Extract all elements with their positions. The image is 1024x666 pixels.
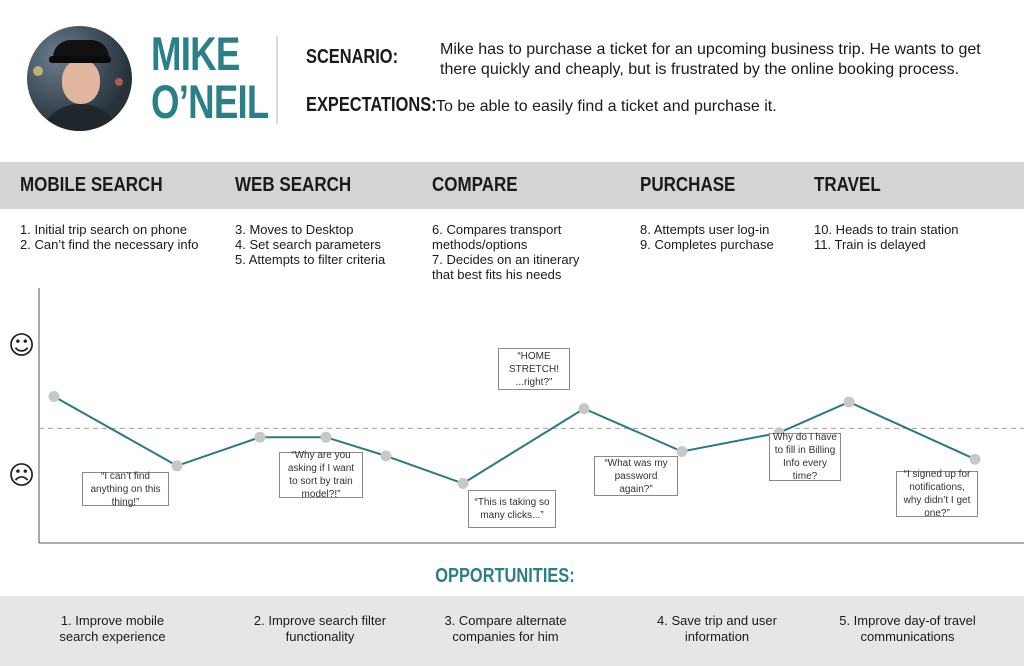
step-item: 9. Completes purchase	[640, 237, 774, 252]
photo-hat-brim	[49, 56, 111, 63]
opportunity-line: 2. Improve search filter	[253, 613, 387, 628]
quote-box: “This is taking so many clicks...”	[468, 490, 556, 528]
opportunity-line: companies for him	[452, 629, 559, 644]
photo-face	[62, 60, 100, 104]
steps-purchase: 8. Attempts user log-in 9. Completes pur…	[640, 222, 774, 252]
quote-box: Why do I have to fill in Billing Info ev…	[769, 432, 841, 482]
opportunity-line: 4. Save trip and user	[657, 613, 777, 628]
journey-point	[457, 477, 469, 489]
step-item: methods/options	[432, 237, 528, 252]
stage-bar	[0, 162, 1024, 209]
step-item: 1. Initial trip search on phone	[20, 222, 187, 237]
step-item: 2. Can’t find the necessary info	[20, 237, 199, 252]
step-item: 8. Attempts user log-in	[640, 222, 770, 237]
persona-last-name: O’NEIL	[151, 75, 269, 128]
step-item: 6. Compares transport	[432, 222, 562, 237]
stage-title-travel: TRAVEL	[814, 174, 881, 196]
journey-point	[320, 431, 332, 443]
step-item: 7. Decides on an itinerary	[432, 252, 580, 267]
photo-body	[39, 104, 121, 131]
stage-title-mobile-search: MOBILE SEARCH	[20, 174, 163, 196]
opportunity-line: communications	[860, 629, 955, 644]
quote-box: “I signed up for notifications, why didn…	[896, 469, 978, 519]
opportunities-title: OPPORTUNITIES:	[0, 565, 1010, 588]
opportunities-title-text: OPPORTUNITIES:	[435, 565, 575, 587]
opportunity-line: 5. Improve day-of travel	[839, 613, 976, 628]
opportunity-line: functionality	[285, 629, 355, 644]
opportunity-item: 2. Improve search filter functionality	[245, 613, 395, 645]
opportunity-line: 3. Compare alternate	[444, 613, 567, 628]
journey-point	[843, 396, 855, 408]
opportunities-bar	[0, 596, 1024, 666]
scenario-text-line1: Mike has to purchase a ticket for an upc…	[440, 41, 981, 58]
journey-point	[676, 446, 688, 457]
scenario-text-line2: there quickly and cheaply, but is frustr…	[440, 61, 960, 78]
expectations-text: To be able to easily find a ticket and p…	[436, 98, 777, 115]
smiley-face-icon: ☺	[8, 331, 36, 361]
steps-travel: 10. Heads to train station 11. Train is …	[814, 222, 959, 252]
stage-title-web-search: WEB SEARCH	[235, 174, 352, 196]
opportunity-line: 1. Improve mobile	[60, 613, 165, 628]
quote-box: “What was my password again?”	[594, 456, 678, 496]
persona-photo	[27, 26, 132, 131]
journey-point	[171, 460, 183, 472]
scenario-label: SCENARIO:	[306, 46, 399, 68]
opportunity-line: search experience	[59, 629, 166, 644]
quote-box: “HOME STRETCH! ...right?”	[498, 348, 570, 390]
opportunity-item: 5. Improve day-of travel communications	[830, 613, 985, 645]
step-item: 4. Set search parameters	[235, 237, 381, 252]
journey-point	[380, 450, 392, 462]
journey-point	[254, 431, 266, 443]
stage-title-compare: COMPARE	[432, 174, 518, 196]
step-item: 3. Moves to Desktop	[235, 222, 354, 237]
photo-bokeh	[115, 78, 123, 86]
steps-web-search: 3. Moves to Desktop 4. Set search parame…	[235, 222, 385, 267]
quote-box: “Why are you asking if I want to sort by…	[279, 450, 363, 500]
opportunity-item: 3. Compare alternate companies for him	[433, 613, 578, 645]
frown-face-icon: ☹	[8, 461, 36, 491]
opportunity-line: information	[684, 629, 750, 644]
step-item: 11. Train is delayed	[814, 237, 926, 252]
journey-point	[578, 403, 590, 415]
stage-title-purchase: PURCHASE	[640, 174, 736, 196]
expectations-label: EXPECTATIONS:	[306, 94, 437, 116]
step-item: 10. Heads to train station	[814, 222, 959, 237]
opportunity-item: 1. Improve mobile search experience	[40, 613, 185, 645]
journey-point	[969, 453, 981, 465]
header-divider	[276, 36, 278, 124]
steps-mobile-search: 1. Initial trip search on phone 2. Can’t…	[20, 222, 199, 252]
opportunity-item: 4. Save trip and user information	[643, 613, 791, 645]
step-item: that best fits his needs	[432, 267, 562, 282]
journey-point	[48, 391, 60, 402]
persona-first-name: MIKE	[151, 27, 240, 80]
quote-box: “I can’t find anything on this thing!”	[82, 471, 169, 508]
steps-compare: 6. Compares transport methods/options 7.…	[432, 222, 579, 282]
persona-name: MIKE O’NEIL	[151, 30, 269, 126]
photo-bokeh	[33, 66, 43, 76]
step-item: 5. Attempts to filter criteria	[235, 252, 386, 267]
photo-hat	[53, 40, 109, 60]
